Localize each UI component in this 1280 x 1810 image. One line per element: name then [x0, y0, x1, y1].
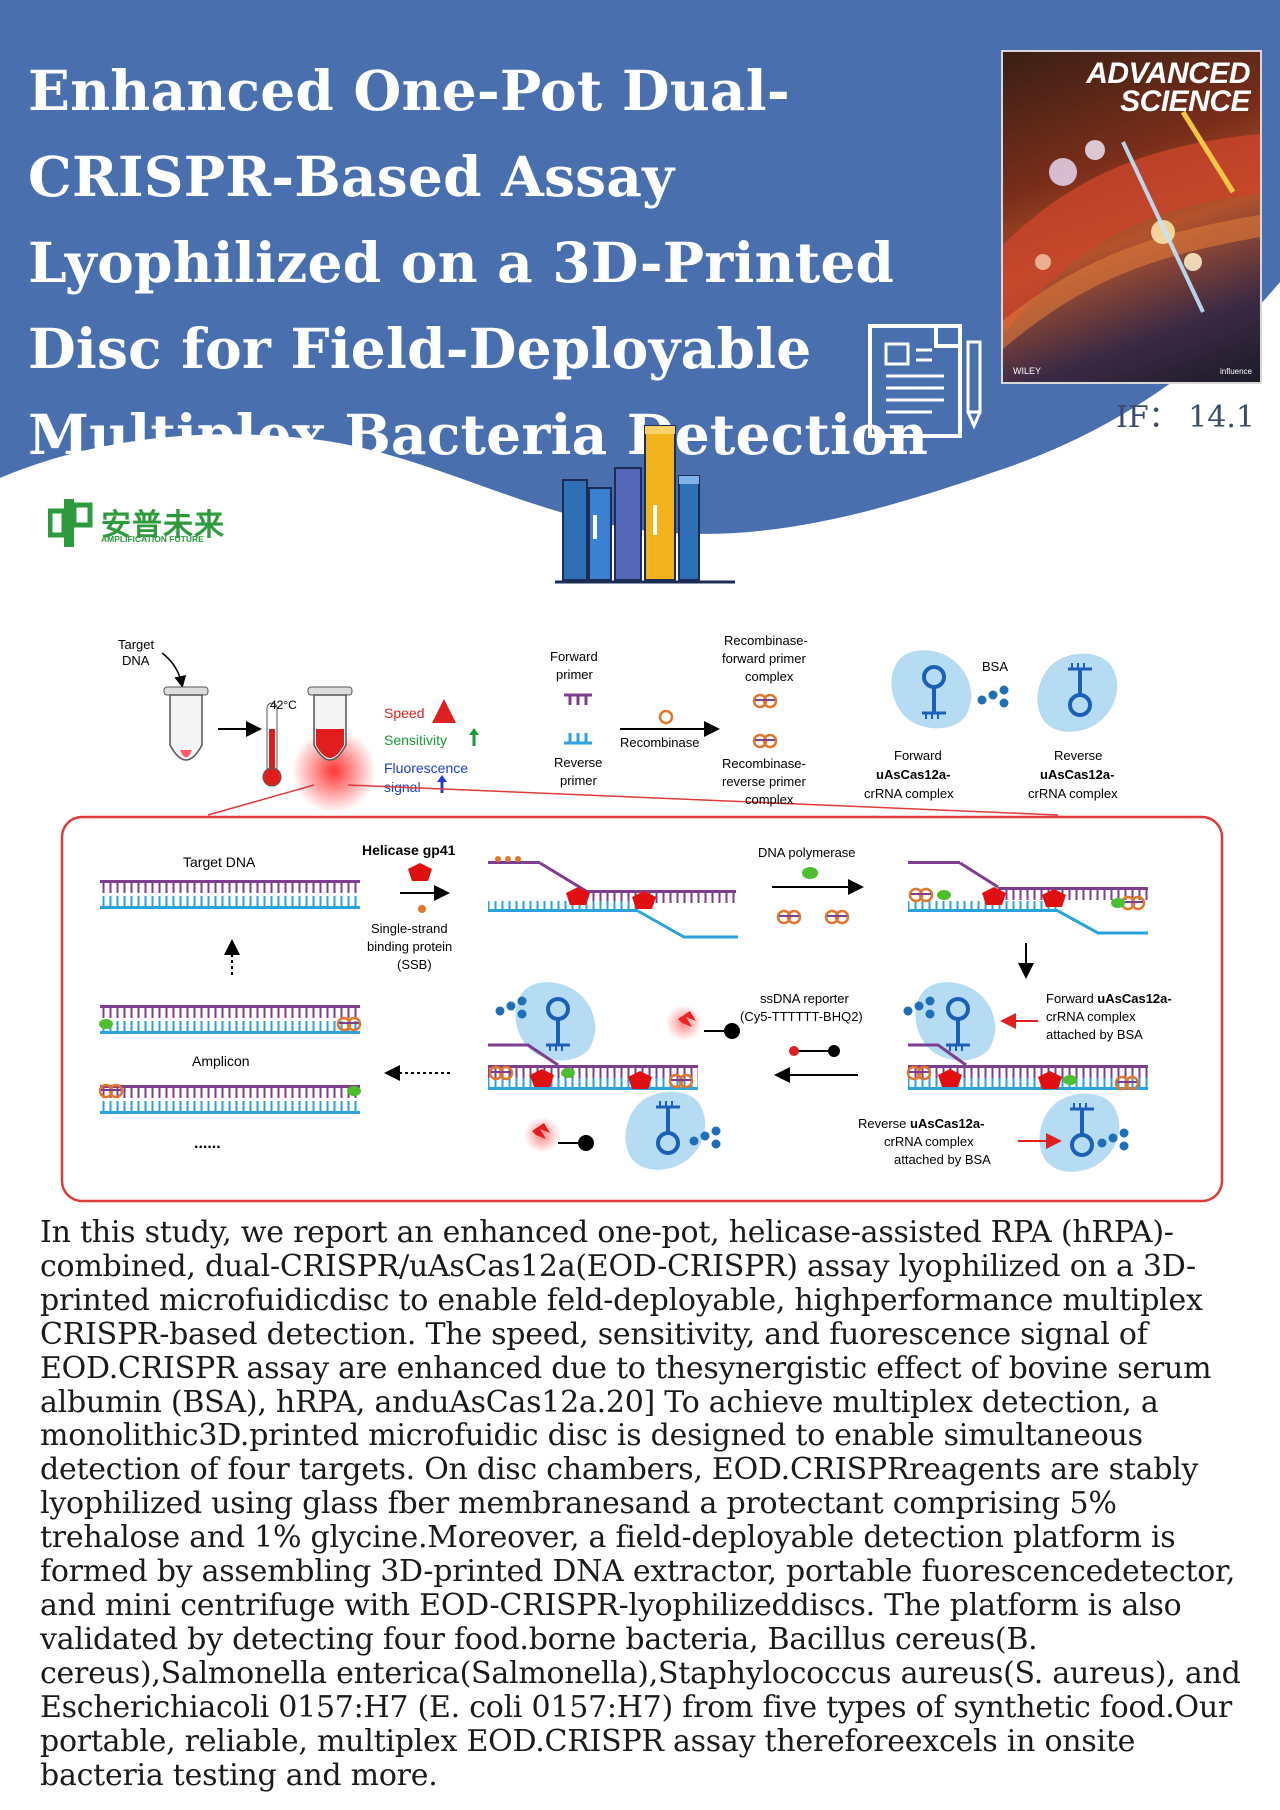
- label-recombinase: Recombinase: [620, 735, 700, 750]
- label-target-dna-panel: Target DNA: [183, 854, 256, 870]
- detection-complex-left: [488, 980, 721, 1172]
- journal-cover: ADVANCED SCIENCE WILEY influence: [1003, 52, 1260, 382]
- label-reverse-primer-l1: Reverse: [554, 755, 602, 770]
- label-forward-primer-l1: Forward: [550, 649, 598, 664]
- svg-text:Forward uAsCas12a-crRNA comple: Forward uAsCas12a-crRNA complexattached …: [1046, 991, 1172, 1042]
- label-temperature: 42°C: [270, 698, 297, 712]
- thermometer: [262, 702, 282, 787]
- reporter-cleaved-2: [524, 1117, 594, 1153]
- company-logo-icon: [48, 499, 93, 547]
- label-target-dna-l1: Target: [118, 637, 155, 652]
- page-title: Enhanced One-Pot Dual-CRISPR-Based Assay…: [28, 58, 929, 467]
- svg-text:ssDNA reporter(Cy5-TTTTTT-BHQ2: ssDNA reporter(Cy5-TTTTTT-BHQ2): [740, 991, 863, 1024]
- books-icon: [555, 425, 735, 584]
- strand-extension: [908, 861, 1148, 935]
- abstract-text: In this study, we report an enhanced one…: [40, 1215, 1241, 1793]
- company-name-cn: 安普未来: [101, 509, 225, 542]
- label-dna-polymerase: DNA polymerase: [758, 845, 856, 860]
- label-helicase: Helicase gp41: [362, 842, 456, 858]
- label-bsa: BSA: [982, 659, 1008, 674]
- mechanism-frame: [60, 815, 1224, 1203]
- cover-badge: influence: [1219, 367, 1252, 376]
- impact-factor: IF： 14.1: [1116, 400, 1255, 435]
- cover-journal-name: ADVANCED SCIENCE: [1086, 57, 1250, 118]
- detection-complex-right: [903, 980, 1148, 1174]
- label-fluorescence-l1: Fluorescence: [384, 760, 468, 776]
- svg-text:Reverse uAsCas12a-crRNA comple: Reverse uAsCas12a-crRNA complexattached …: [858, 1116, 991, 1167]
- cover-artwork: [1003, 110, 1260, 350]
- tube-right: [307, 686, 353, 761]
- label-sensitivity: Sensitivity: [384, 732, 447, 748]
- cover-publisher: WILEY: [1013, 366, 1042, 376]
- label-speed: Speed: [384, 705, 424, 721]
- glow-signal: [292, 729, 376, 813]
- label-ellipsis: ......: [194, 1135, 221, 1152]
- label-reverse-primer-l2: primer: [560, 773, 598, 788]
- label-target-dna-l2: DNA: [122, 653, 150, 668]
- reporter-cleaved-1: [666, 1005, 740, 1041]
- tube-left: [163, 686, 209, 761]
- document-icon: [868, 324, 982, 438]
- company-name-en: AMPLIFICATION FUTURE: [101, 534, 204, 544]
- label-forward-primer-l2: primer: [556, 667, 594, 682]
- strand-separation-1: [488, 856, 738, 939]
- label-amplicon: Amplicon: [192, 1053, 250, 1069]
